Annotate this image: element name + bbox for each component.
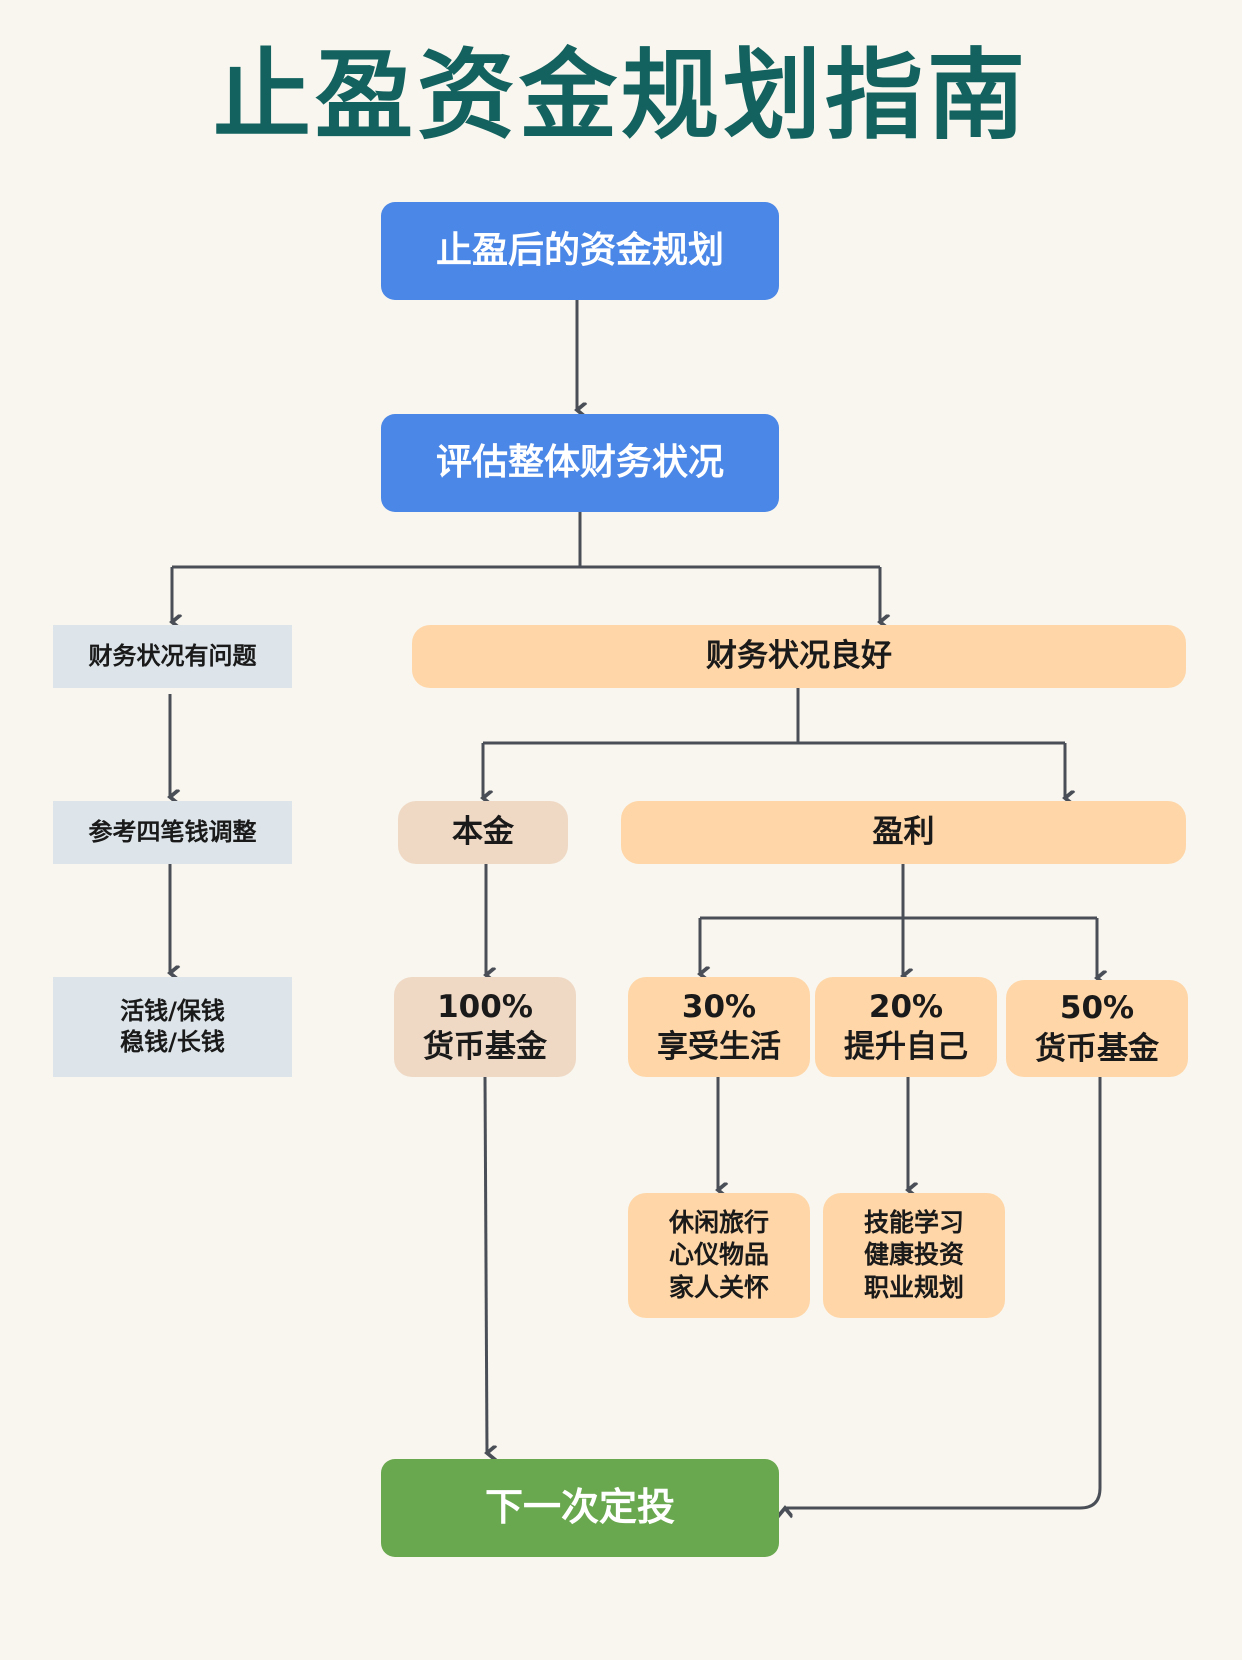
node-enjoy-items: 休闲旅行 心仪物品 家人关怀 (628, 1193, 810, 1318)
node-next-investment: 下一次定投 (381, 1459, 779, 1557)
connector-good-split (483, 688, 1065, 745)
arrow-profit-fund-to-next (785, 1077, 1102, 1508)
connector-assess-split (172, 512, 880, 569)
node-problem: 财务状况有问题 (53, 625, 292, 688)
node-start: 止盈后的资金规划 (381, 202, 779, 300)
node-profit: 盈利 (621, 801, 1186, 864)
node-improve-items: 技能学习 健康投资 职业规划 (823, 1193, 1005, 1318)
node-enjoy: 30% 享受生活 (628, 977, 810, 1077)
node-profit-fund: 50% 货币基金 (1006, 980, 1188, 1077)
node-good: 财务状况良好 (412, 625, 1186, 688)
node-principal-fund: 100% 货币基金 (394, 977, 576, 1077)
connector-profit-split (700, 863, 1097, 920)
node-money-types: 活钱/保钱 稳钱/长钱 (53, 977, 292, 1077)
page-title: 止盈资金规划指南 (212, 39, 1029, 153)
node-four-money: 参考四笔钱调整 (53, 801, 292, 864)
arrow-fund-to-next (483, 1076, 487, 1453)
node-improve: 20% 提升自己 (815, 977, 997, 1077)
node-assess: 评估整体财务状况 (381, 414, 779, 512)
node-principal: 本金 (398, 801, 568, 864)
